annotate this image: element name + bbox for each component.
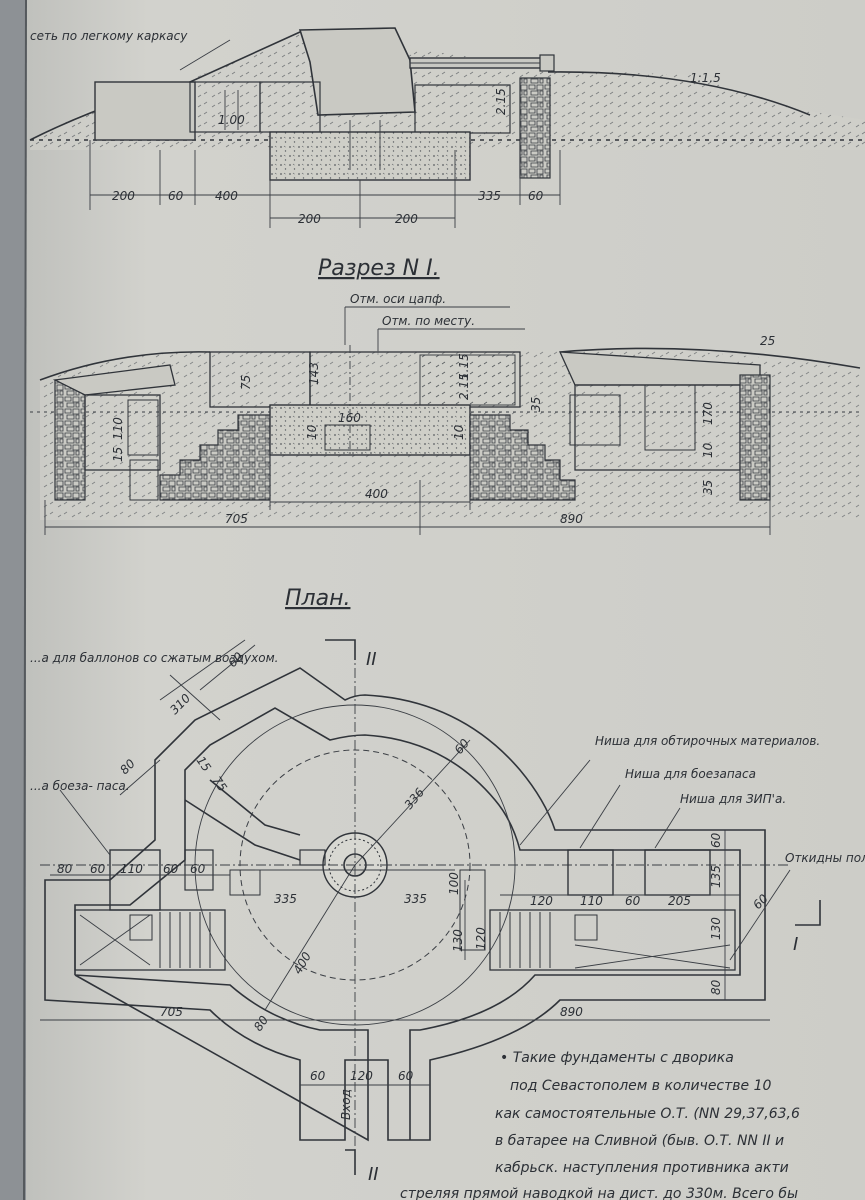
- svg-text:335: 335: [404, 892, 427, 906]
- svg-text:130: 130: [709, 917, 723, 940]
- svg-text:10: 10: [452, 424, 466, 440]
- top-caption: сеть по легкому каркасу: [30, 29, 188, 43]
- svg-text:60: 60: [398, 1069, 414, 1083]
- svg-text:60: 60: [163, 862, 179, 876]
- svg-text:60: 60: [90, 862, 106, 876]
- plan-view: [40, 639, 821, 1175]
- plan-title: План.: [285, 586, 350, 611]
- svg-text:120: 120: [530, 894, 553, 908]
- slope-label: 1:1.5: [690, 71, 721, 85]
- svg-text:10: 10: [701, 442, 715, 458]
- svg-text:705: 705: [225, 512, 248, 526]
- svg-text:200: 200: [112, 189, 135, 203]
- svg-text:80: 80: [57, 862, 73, 876]
- svg-text:890: 890: [560, 512, 583, 526]
- folding-shelves-label: Откидны полки дл: [785, 851, 865, 865]
- svg-text:60: 60: [625, 894, 641, 908]
- svg-text:143: 143: [307, 362, 321, 385]
- svg-text:170: 170: [701, 402, 715, 425]
- svg-text:под Севастополем в количестве: под Севастополем в количестве 10: [510, 1078, 772, 1094]
- svg-text:25: 25: [760, 334, 775, 348]
- svg-text:705: 705: [160, 1005, 183, 1019]
- svg-text:135: 135: [709, 865, 723, 888]
- svg-text:2.15: 2.15: [494, 88, 508, 115]
- ground-level-label: Отм. по месту.: [382, 314, 475, 328]
- svg-text:130: 130: [451, 929, 465, 952]
- section-1: [30, 345, 861, 535]
- pivot-label: Отм. оси цапф.: [350, 292, 446, 306]
- svg-text:400: 400: [365, 487, 388, 501]
- svg-text:335: 335: [478, 189, 501, 203]
- svg-text:60: 60: [190, 862, 206, 876]
- zip-niche-label: Ниша для ЗИП'а.: [680, 792, 786, 806]
- svg-text:110: 110: [120, 862, 143, 876]
- svg-text:15: 15: [111, 447, 125, 462]
- svg-text:кабрьск. наступления противник: кабрьск. наступления противника акти: [495, 1160, 789, 1176]
- svg-text:335: 335: [274, 892, 297, 906]
- note-text: • Такие фундаменты с дворика под Севасто…: [400, 1050, 800, 1200]
- svg-text:60: 60: [528, 189, 544, 203]
- svg-text:1.00: 1.00: [218, 113, 245, 127]
- svg-text:890: 890: [560, 1005, 583, 1019]
- ammo-niche-right-label: Ниша для боезапаса: [625, 767, 756, 781]
- svg-text:стреляя прямой наводкой на дис: стреляя прямой наводкой на дист. до 330м…: [400, 1186, 798, 1200]
- svg-text:10: 10: [305, 424, 319, 440]
- plan-labels: ...а для баллонов со сжатым воздухом. ..…: [30, 651, 865, 865]
- svg-text:35: 35: [529, 397, 543, 412]
- svg-text:1.15: 1.15: [457, 353, 471, 380]
- svg-text:2.15: 2.15: [457, 373, 471, 400]
- plan-axis-marks: II I II: [366, 649, 798, 1185]
- section-1-dims: 25 1.15 75 143 2.15 160 10 10 110 15 35 …: [111, 334, 775, 526]
- top-section: [29, 27, 865, 228]
- svg-text:200: 200: [298, 212, 321, 226]
- entrance-label: Вход: [339, 1089, 353, 1120]
- axis-mark-right: I: [793, 934, 798, 955]
- svg-text:110: 110: [580, 894, 603, 908]
- svg-text:60: 60: [310, 1069, 326, 1083]
- ammo-niche-left-label: ...а боеза- паса.: [30, 779, 130, 793]
- svg-text:160: 160: [338, 411, 361, 425]
- svg-text:100: 100: [447, 872, 461, 895]
- svg-text:110: 110: [111, 417, 125, 440]
- svg-text:35: 35: [701, 480, 715, 495]
- svg-text:205: 205: [668, 894, 691, 908]
- svg-text:как самостоятельные О.Т. (NN 2: как самостоятельные О.Т. (NN 29,37,63,6: [495, 1106, 800, 1122]
- svg-text:120: 120: [474, 927, 488, 950]
- svg-text:80: 80: [709, 979, 723, 995]
- svg-text:в батарее на Сливной (быв. О.Т: в батарее на Сливной (быв. О.Т. NN II и: [495, 1133, 784, 1149]
- axis-mark-top: II: [366, 649, 377, 670]
- top-dims: 200 60 400 335 60 200 200 1.00 2.15: [112, 88, 544, 226]
- svg-text:400: 400: [215, 189, 238, 203]
- wiping-materials-label: Ниша для обтирочных материалов.: [595, 734, 820, 748]
- svg-text:60: 60: [709, 832, 723, 848]
- cylinders-niche-label: ...а для баллонов со сжатым воздухом.: [30, 651, 278, 665]
- svg-text:120: 120: [350, 1069, 373, 1083]
- svg-text:200: 200: [395, 212, 418, 226]
- svg-text:• Такие фундаменты с дворика: • Такие фундаменты с дворика: [500, 1050, 734, 1066]
- section-title: Разрез N I.: [318, 256, 440, 281]
- svg-text:60: 60: [168, 189, 184, 203]
- axis-mark-bottom: II: [368, 1164, 379, 1185]
- svg-text:75: 75: [239, 375, 253, 390]
